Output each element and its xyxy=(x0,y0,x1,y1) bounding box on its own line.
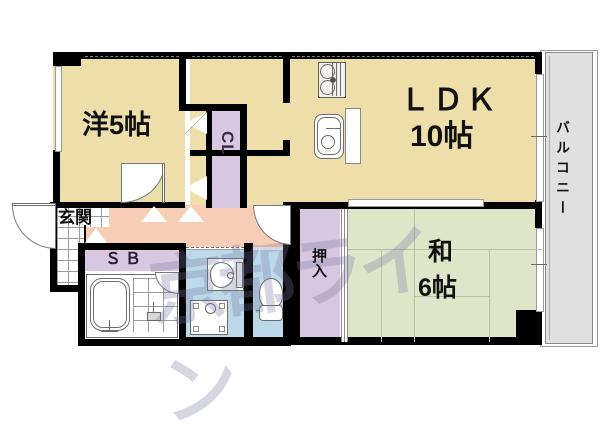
wall-cl-top xyxy=(179,104,247,111)
washroom-sliding-door[interactable] xyxy=(186,247,244,250)
wall-washroom-right xyxy=(244,243,253,346)
cl-folding-door-top-outline xyxy=(185,112,207,134)
stove-grate-line-3 xyxy=(340,62,341,96)
wall-exterior-right-mid xyxy=(535,200,542,228)
bathtub-drain-stem xyxy=(109,320,110,332)
toilet-tank xyxy=(259,305,283,321)
tatami-seam-v2 xyxy=(381,249,382,342)
japanese-room-floor xyxy=(348,208,542,343)
wall-bath-left xyxy=(78,243,85,346)
wall-bath-bottom xyxy=(78,339,186,346)
japanese-room-label: 和 xyxy=(428,238,454,266)
wall-hall-washroom-divider xyxy=(179,243,186,252)
washing-machine-corner-tl xyxy=(193,303,199,309)
wall-cl-right xyxy=(240,104,247,208)
wall-exterior-left-upper xyxy=(53,52,60,66)
wall-genkan-step-right xyxy=(84,225,86,249)
bathroom-shower-fixture xyxy=(147,312,161,321)
shoe-box-label: ＳＢ xyxy=(105,251,146,268)
washing-machine-corner-br xyxy=(219,326,225,332)
wall-western-room-right xyxy=(179,58,186,110)
bathtub-drain-bar xyxy=(101,331,118,332)
entrance-label: 玄関 xyxy=(58,208,92,227)
wall-hall-bottom-left xyxy=(78,243,186,250)
sliding-door-ldk-balcony[interactable] xyxy=(536,74,544,202)
oshiire-label: 押入 xyxy=(310,248,327,278)
wall-bath-right xyxy=(179,243,186,346)
tatami-seam-v3 xyxy=(489,249,490,342)
wall-corner-notch-bottom-right xyxy=(516,310,542,345)
floor-plan-canvas: バルコニー xyxy=(12,50,598,436)
kitchen-counter-extension xyxy=(345,108,361,164)
wall-exterior-right-top xyxy=(535,52,542,74)
bathroom-shower-stem xyxy=(153,302,154,313)
closet-cl-label: CL xyxy=(218,131,237,156)
balcony-area xyxy=(545,52,593,344)
western-room-label: 洋5帖 xyxy=(82,110,152,140)
wall-kitchen-bottom xyxy=(190,150,290,156)
window-sash-western-top xyxy=(85,56,179,58)
oshiire-floor xyxy=(300,208,340,343)
kitchen-faucet xyxy=(326,128,340,129)
tatami-seam-h2 xyxy=(414,296,489,297)
wall-cl-left xyxy=(206,110,212,208)
oshiire-sliding-door-center-line xyxy=(344,209,345,342)
wall-western-room-bottom xyxy=(53,202,185,208)
wash-basin-mirror xyxy=(236,262,243,288)
stove-knob xyxy=(330,77,336,83)
stove-grate-line-2 xyxy=(336,62,337,96)
wall-exterior-top xyxy=(53,52,542,59)
washing-machine-drain xyxy=(205,303,216,314)
western-room-door-leaf[interactable] xyxy=(162,163,165,203)
sliding-door-ldk-mullion xyxy=(531,136,547,137)
stove-burner-bottom xyxy=(320,80,335,95)
washing-machine-corner-tr xyxy=(219,303,225,309)
entrance-door-panel[interactable] xyxy=(12,203,56,206)
tatami-seam-v1 xyxy=(414,209,415,342)
wall-kitchen-counter xyxy=(283,140,290,156)
window-sash-kitchen-top xyxy=(192,56,282,58)
bathtub-inner xyxy=(93,281,127,328)
balcony-label: バルコニー xyxy=(555,120,571,220)
wall-oshiire-left xyxy=(290,202,300,344)
japanese-room-size-label: 6帖 xyxy=(418,274,457,302)
closet-cl-floor xyxy=(212,110,240,208)
wall-kitchen-right xyxy=(283,58,290,103)
shoe-box-floor xyxy=(84,249,180,271)
toilet-icon xyxy=(259,278,283,308)
kitchen-sink-drain xyxy=(321,135,335,149)
tatami-seam-h1 xyxy=(348,249,542,250)
window-western-room-left[interactable] xyxy=(55,66,62,152)
ldk-size-label: 10帖 xyxy=(410,120,474,153)
window-sash-ldk-top xyxy=(292,56,534,58)
wall-toilet-right xyxy=(283,243,291,346)
washing-machine-corner-bl xyxy=(193,326,199,332)
wall-washroom-bottom xyxy=(186,337,290,346)
balcony-rail-line xyxy=(549,56,550,340)
sliding-door-washitsu-mullion xyxy=(531,264,547,265)
wash-basin-tap xyxy=(227,272,234,279)
toilet-flush-handle xyxy=(256,310,260,311)
wall-genkan-bottom xyxy=(50,285,85,292)
entrance-door-swing[interactable] xyxy=(12,205,56,249)
sliding-partition-ldk-washitsu[interactable] xyxy=(348,199,484,207)
genkan-step-tile-pattern xyxy=(57,205,109,227)
wall-exterior-left-lower xyxy=(53,150,60,208)
ldk-label: ＬＤＫ xyxy=(400,84,499,117)
sliding-door-washitsu-balcony[interactable] xyxy=(536,228,544,312)
stove-burner-top xyxy=(320,64,335,79)
wall-exterior-bottom-right xyxy=(290,337,535,345)
